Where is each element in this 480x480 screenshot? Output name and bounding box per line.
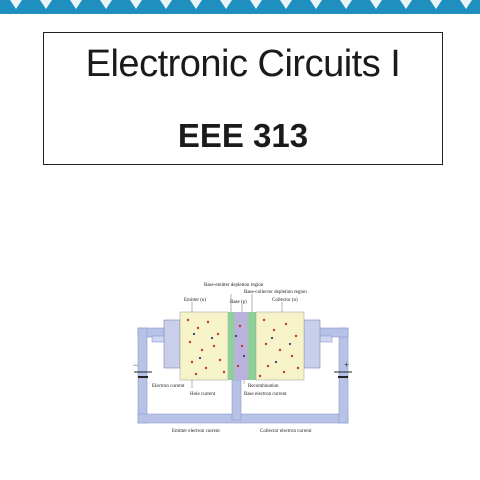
label-collector: Collector (n) [272,298,298,303]
label-base-electron-current: Base electron current [244,392,287,397]
title-box: Electronic Circuits I EEE 313 [43,32,443,165]
emitter-contact [163,319,181,369]
label-emitter-electron-current: Emitter electron current [172,429,220,434]
course-title: Electronic Circuits I [85,43,401,85]
battery-left [134,371,152,378]
label-recombination: Recombination [248,384,279,389]
collector-contact [303,319,321,369]
bc-depletion-region [248,312,256,380]
label-collector-electron-current: Collector electron current [260,429,312,434]
label-emitter: Emitter (n) [184,298,206,303]
label-be-depletion: Base-emitter depletion region [204,283,264,288]
plus-sign: + [344,360,349,370]
course-code: EEE 313 [177,117,309,154]
collector-region [255,311,305,381]
bjt-operation-diagram: − + Base-emitter depletion region Base-c… [133,283,352,434]
charge-carriers [186,318,300,378]
be-depletion-region [228,312,234,380]
label-bc-depletion: Base-collector depletion region [244,290,307,295]
emitter-region [179,311,229,381]
label-hole-current: Hole current [190,392,216,397]
leader-lines [191,294,283,388]
minus-sign: − [133,360,138,370]
label-base: Base (p) [230,300,247,305]
decorative-top-band [0,0,480,14]
label-electron-current: Electron current [152,384,185,389]
battery-right [334,371,352,378]
